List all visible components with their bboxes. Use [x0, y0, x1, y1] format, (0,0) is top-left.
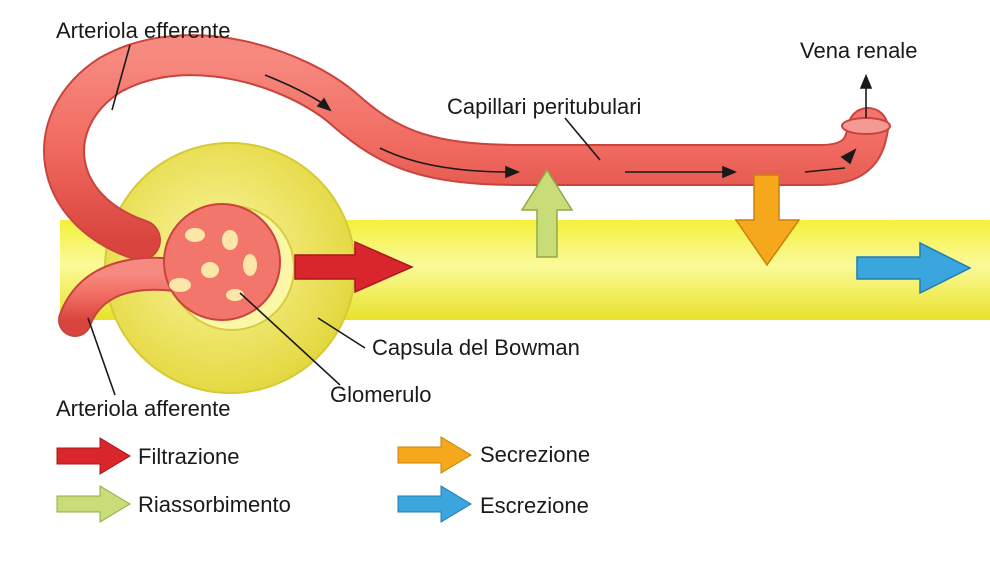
- peritubular-capillaries-label: Capillari peritubulari: [447, 94, 641, 119]
- efferent-pointer: [111, 44, 131, 111]
- renal-vein-label: Vena renale: [800, 38, 917, 63]
- legend: Filtrazione Secrezione Riassorbimento Es…: [56, 436, 590, 523]
- glomerulus-tuft: [163, 203, 281, 321]
- legend-excretion-label: Escrezione: [480, 493, 589, 518]
- legend-filtration-label: Filtrazione: [138, 444, 239, 469]
- capillaries-pointer: [564, 117, 601, 161]
- excretion-arrow: [856, 241, 972, 295]
- capsule-pointer: [317, 317, 366, 349]
- blood-flow-arrows: [264, 73, 873, 179]
- efferent-arteriole-label: Arteriola efferente: [56, 18, 230, 43]
- efferent-arteriole-vessel: [43, 34, 891, 261]
- filtration-arrow: [294, 240, 414, 294]
- legend-reabsorption-label: Riassorbimento: [138, 492, 291, 517]
- glomerulus-pointer: [239, 292, 341, 386]
- legend-secretion-swatch: [397, 436, 472, 474]
- bowman-capsule-label: Capsula del Bowman: [372, 335, 580, 360]
- legend-filtration-swatch: [56, 437, 131, 475]
- afferent-pointer: [87, 317, 116, 396]
- reabsorption-arrow: [520, 168, 574, 258]
- legend-excretion-swatch: [397, 485, 472, 523]
- legend-secretion-label: Secrezione: [480, 442, 590, 467]
- afferent-arteriole-vessel: [58, 256, 192, 337]
- legend-reabsorption-swatch: [56, 485, 131, 523]
- glomerulus-label: Glomerulo: [330, 382, 431, 407]
- afferent-arteriole-label: Arteriola afferente: [56, 396, 230, 421]
- secretion-arrow: [734, 174, 801, 267]
